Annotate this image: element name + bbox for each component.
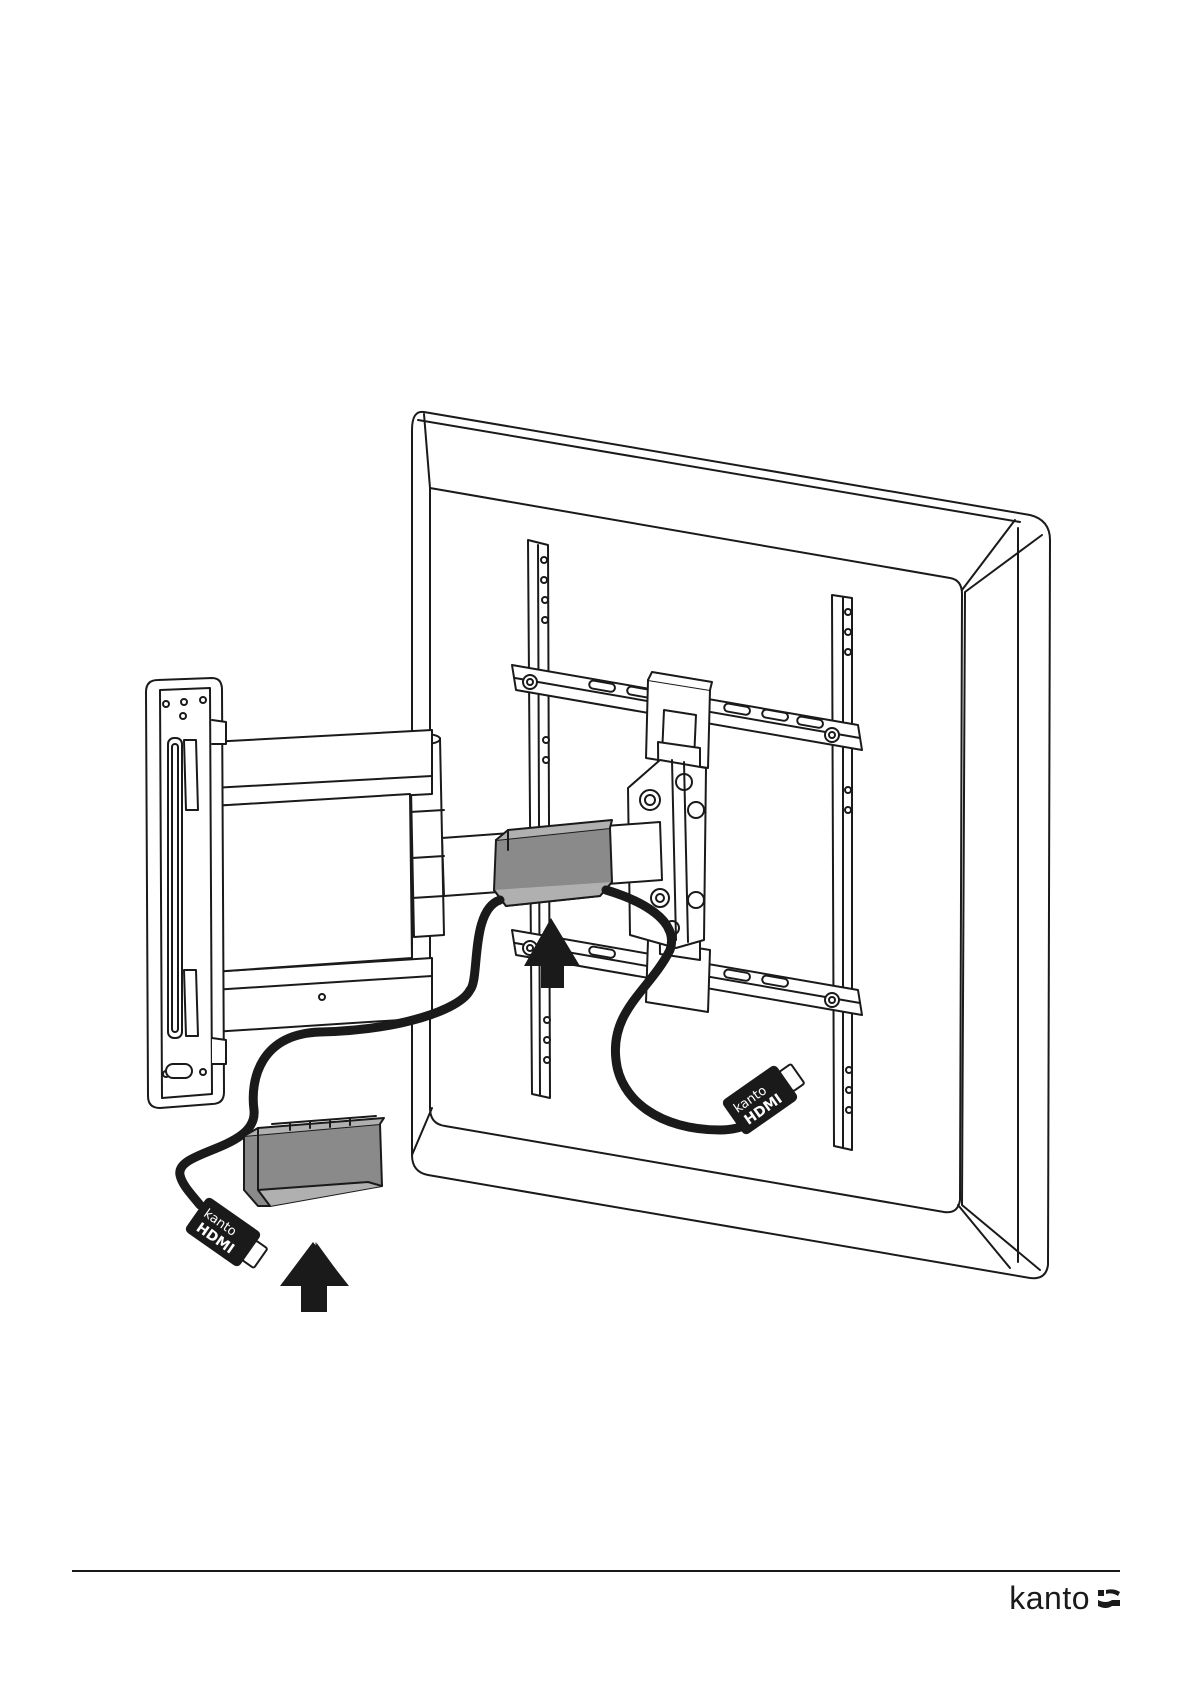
brand-logo: kanto <box>1009 1578 1122 1618</box>
wall-plate <box>146 678 226 1108</box>
footer-divider <box>72 1570 1120 1572</box>
loose-cable-cover <box>244 1116 384 1206</box>
kanto-logo-mark-icon <box>1096 1586 1122 1610</box>
up-arrow-icon <box>524 918 580 988</box>
brand-name: kanto <box>1009 1580 1090 1617</box>
hdmi-plug-right: kanto HDMI <box>722 1057 809 1135</box>
up-arrow-icon <box>280 1242 349 1312</box>
installed-cable-cover <box>494 820 612 906</box>
